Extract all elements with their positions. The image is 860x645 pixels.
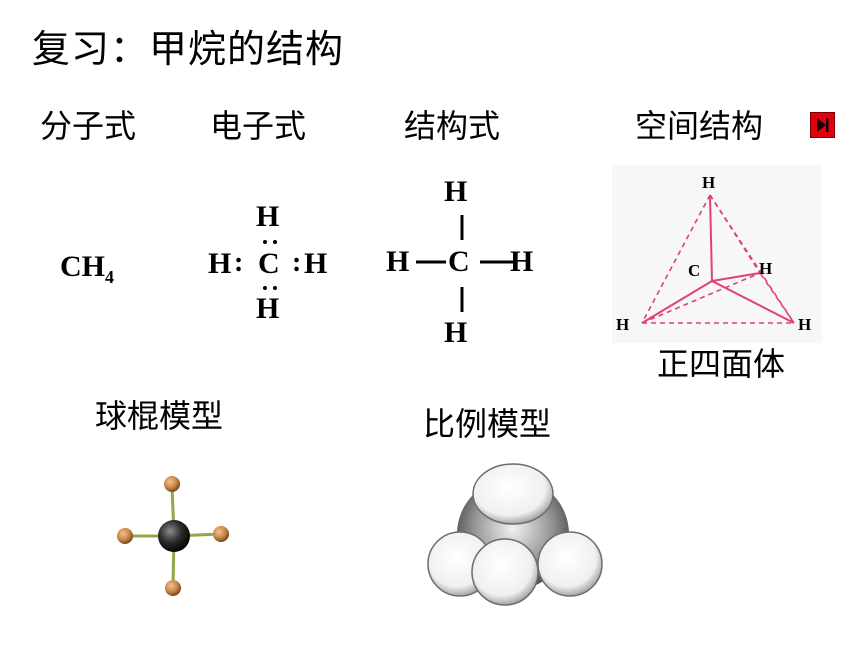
space-filling-model-image [427, 463, 603, 606]
space-filling-model-label: 比例模型 [423, 405, 552, 443]
header-molecular-formula: 分子式 [40, 107, 137, 145]
tetra-h-bottom-right: H [798, 315, 812, 334]
tetra-h-right: H [759, 259, 773, 278]
electron-h-top: H [256, 200, 280, 233]
molecular-formula: CH4 [60, 250, 114, 288]
tetra-h-bottom-left: H [616, 315, 630, 334]
electron-formula: H H : C : H H [200, 195, 340, 330]
electron-h-left: H [208, 247, 232, 280]
structural-h-top: H [444, 175, 468, 208]
ball-stick-model-image [117, 476, 229, 596]
formula-main: CH [60, 250, 105, 283]
electron-h-bottom: H [256, 292, 280, 325]
electron-c: C [258, 247, 280, 280]
tetra-h-top: H [702, 173, 716, 192]
page-title: 复习：甲烷的结构 [32, 27, 345, 71]
structural-h-right: H [510, 245, 534, 278]
structural-bonds [416, 215, 513, 312]
structural-h-left: H [386, 245, 410, 278]
header-electron-formula: 电子式 [210, 107, 307, 145]
tetra-c: C [688, 261, 701, 280]
electron-colon-right: : [292, 247, 302, 278]
ball-stick-model-label: 球棍模型 [95, 397, 224, 435]
tetrahedron-diagram: H C H H H [612, 165, 822, 343]
header-spatial-structure: 空间结构 [635, 107, 764, 145]
electron-pair-dots [263, 240, 277, 290]
structural-h-bottom: H [444, 316, 468, 349]
electron-h-right: H [304, 247, 328, 280]
play-next-button[interactable] [810, 112, 835, 138]
tetrahedron-caption: 正四面体 [657, 345, 786, 383]
electron-colon-left: : [234, 247, 244, 278]
play-next-icon [817, 118, 829, 132]
tetrahedron-lines [641, 194, 795, 324]
formula-subscript: 4 [105, 267, 114, 287]
structural-c: C [448, 245, 470, 278]
structural-formula: H H C H H [380, 170, 550, 355]
header-structural-formula: 结构式 [404, 107, 501, 145]
